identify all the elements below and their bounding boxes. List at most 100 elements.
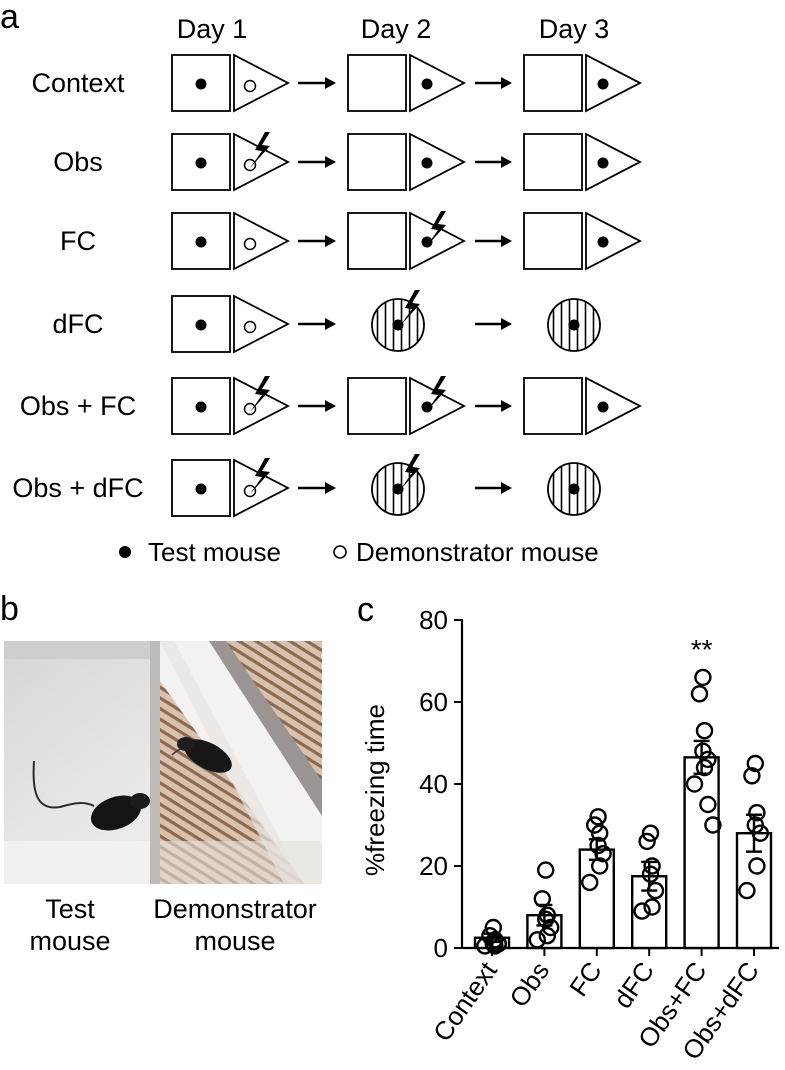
caption-line: Demonstrator — [153, 894, 317, 924]
day-1-setup — [171, 294, 290, 354]
demonstrator-chamber-triangle — [233, 53, 290, 113]
demonstrator-chamber-triangle — [409, 132, 466, 192]
condition-label: Context — [31, 68, 125, 98]
caption-line: mouse — [29, 926, 111, 956]
demonstrator-mouse-marker — [243, 237, 257, 251]
arrow-head — [501, 318, 512, 330]
chamber-photo — [4, 641, 322, 884]
caption-line: mouse — [194, 926, 276, 956]
data-point — [589, 808, 607, 826]
test-chamber-box — [347, 54, 407, 112]
x-tick-label-fc: FC — [563, 956, 607, 1002]
data-point — [484, 918, 503, 937]
test-mouse-marker — [421, 401, 433, 413]
test-mouse-marker — [195, 236, 207, 248]
test-mouse-marker — [195, 157, 207, 169]
test-mouse-marker — [195, 319, 207, 331]
data-point — [580, 873, 599, 892]
data-point — [541, 918, 560, 937]
data-point — [476, 937, 494, 955]
data-point — [538, 927, 557, 945]
condition-row-obs-fc: Obs + FC — [20, 376, 642, 436]
data-point — [594, 845, 612, 863]
condition-label: Obs + FC — [20, 391, 136, 421]
day-3-setup — [523, 53, 642, 113]
lightning-icon — [250, 132, 270, 168]
test-mouse-marker — [195, 483, 207, 495]
y-axis-label: %freezing time — [360, 704, 390, 876]
significance-annotation: ** — [691, 634, 713, 665]
data-point — [638, 832, 656, 851]
lightning-icon — [400, 454, 420, 490]
day-3-setup — [523, 132, 642, 192]
demonstrator-mouse-marker — [243, 402, 257, 416]
arrow-head — [325, 235, 336, 247]
condition-row-dfc: dFC — [52, 290, 601, 354]
data-point — [646, 881, 665, 900]
panel-b-label-svg: b — [0, 590, 19, 628]
day-1-setup — [171, 376, 290, 436]
condition-label: dFC — [52, 309, 103, 339]
data-point — [748, 803, 766, 822]
data-point — [536, 861, 555, 879]
day-3-setup — [523, 211, 642, 271]
data-point — [695, 758, 714, 777]
data-point — [489, 935, 508, 953]
x-tick-label-context: Context — [427, 956, 503, 1047]
arrow-head — [325, 400, 336, 412]
test-mouse-photo — [90, 795, 142, 831]
legend: Test mouse Demonstrator mouse — [119, 537, 599, 567]
data-point — [743, 767, 761, 785]
test-chamber-box — [523, 212, 583, 270]
day-1-setup — [171, 458, 290, 518]
day-2-setup — [347, 132, 466, 192]
data-point — [643, 857, 661, 875]
day-2-setup — [347, 211, 466, 271]
data-point — [633, 902, 651, 920]
condition-row-obs: Obs — [53, 132, 642, 192]
data-point — [746, 754, 764, 773]
test-mouse-marker — [392, 319, 404, 331]
arrow-head — [325, 318, 336, 330]
panel-a-label: a — [0, 0, 19, 36]
test-mouse-marker — [597, 236, 609, 248]
arrow-head — [325, 156, 336, 168]
x-tick-label-dfc: dFC — [607, 956, 660, 1013]
test-chamber-box — [523, 133, 583, 191]
data-point — [484, 935, 503, 953]
condition-row-fc: FC — [60, 211, 642, 271]
day-1-setup — [171, 132, 290, 192]
data-point — [748, 857, 766, 875]
bar-fc — [578, 848, 616, 950]
arrow-head — [501, 482, 512, 494]
demonstrator-chamber-triangle — [233, 211, 290, 271]
lightning-icon — [250, 458, 270, 494]
data-point — [690, 685, 709, 703]
test-mouse-marker — [421, 78, 433, 90]
arrow-head — [325, 482, 336, 494]
condition-label: Obs — [53, 147, 103, 177]
arrow-head — [501, 77, 512, 89]
demonstrator-mouse-marker — [333, 545, 347, 559]
y-tick-label: 0 — [434, 933, 448, 963]
data-point — [699, 750, 717, 769]
x-tick-label-obs: Obs — [503, 956, 555, 1012]
demonstrator-mouse-marker — [243, 320, 257, 334]
condition-row-obs-dfc: Obs + dFC — [12, 454, 601, 518]
day-2-setup — [347, 376, 466, 436]
data-point — [704, 816, 722, 834]
test-mouse-marker — [597, 78, 609, 90]
test-mouse-marker — [568, 483, 580, 495]
condition-label: Obs + dFC — [12, 473, 143, 503]
demonstrator-chamber-triangle — [585, 376, 642, 436]
demonstrator-mouse-marker — [243, 158, 257, 172]
test-mouse-marker — [568, 319, 580, 331]
day-3-setup — [547, 462, 601, 516]
data-point — [685, 775, 704, 793]
test-mouse-marker — [195, 78, 207, 90]
data-point — [751, 824, 769, 842]
demonstrator-chamber-triangle — [233, 294, 290, 354]
